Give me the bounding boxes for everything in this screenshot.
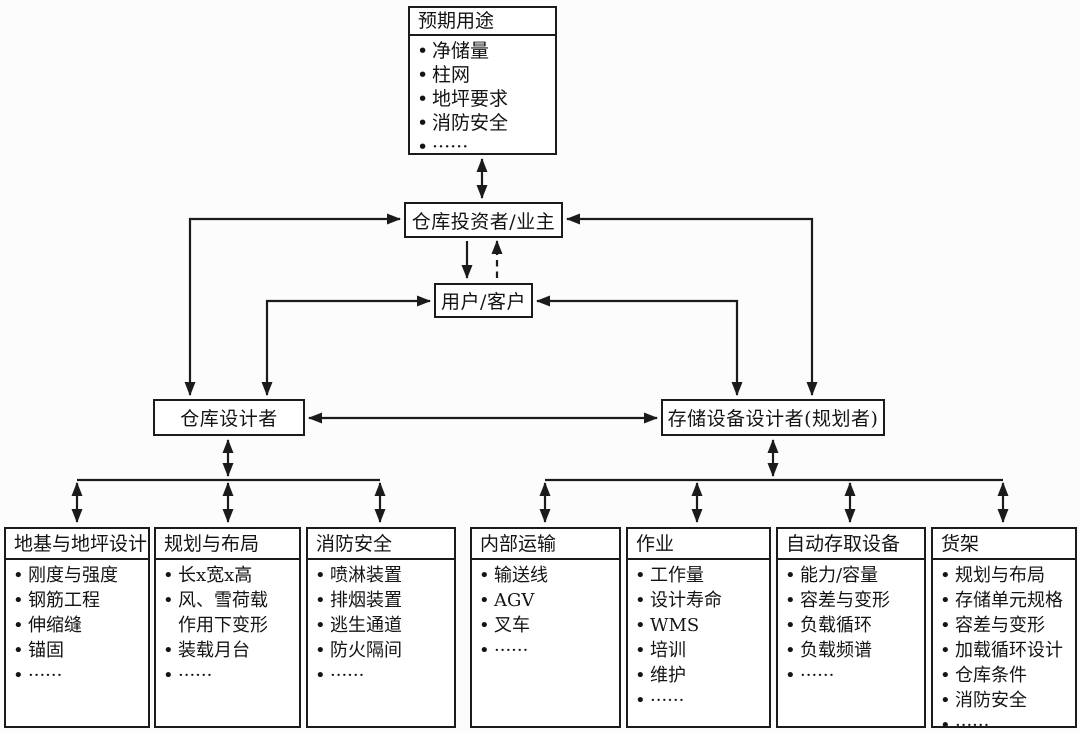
investor-label: 仓库投资者/业主 [411, 210, 556, 233]
list-item: 负载循环 [778, 613, 924, 638]
list-item: ······ [628, 688, 769, 713]
list-item: 仓库条件 [933, 663, 1075, 688]
user-customer-box: 用户/客户 [434, 283, 533, 318]
planning-layout-box: 规划与布局 长x宽x高 风、雪荷载作用下变形 装载月台 ······ [154, 527, 301, 728]
list-item: 规划与布局 [933, 563, 1075, 588]
racking-title: 货架 [933, 529, 1075, 560]
list-item: 钢筋工程 [6, 588, 148, 613]
list-item: 排烟装置 [308, 588, 454, 613]
list-item: 锚固 [6, 638, 148, 663]
list-item: ······ [156, 663, 299, 688]
intended-use-title: 预期用途 [410, 8, 555, 36]
foundation-floor-box: 地基与地坪设计 刚度与强度 钢筋工程 伸缩缝 锚固 ······ [4, 527, 150, 728]
fire-safety-box: 消防安全 喷淋装置 排烟装置 逃生通道 防火隔间 ······ [306, 527, 456, 728]
list-item: ······ [933, 713, 1075, 726]
list-item: 维护 [628, 663, 769, 688]
operations-box: 作业 工作量 设计寿命 WMS 培训 维护 ······ [626, 527, 771, 728]
list-item: AGV [472, 588, 619, 613]
internal-transport-title: 内部运输 [472, 529, 619, 560]
intended-use-list: 净储量 柱网 地坪要求 消防安全 ······ [410, 36, 555, 153]
list-item: 容差与变形 [778, 588, 924, 613]
list-item: 输送线 [472, 563, 619, 588]
asrs-equipment-box: 自动存取设备 能力/容量 容差与变形 负载循环 负载频谱 ······ [776, 527, 926, 728]
list-item: ······ [6, 663, 148, 688]
fire-safety-title: 消防安全 [308, 529, 454, 560]
warehouse-designer-label: 仓库设计者 [180, 408, 278, 430]
list-item: 培训 [628, 638, 769, 663]
list-item: 设计寿命 [628, 588, 769, 613]
list-item: 叉车 [472, 613, 619, 638]
list-item: 负载频谱 [778, 638, 924, 663]
list-item: 长x宽x高 [156, 563, 299, 588]
operations-title: 作业 [628, 529, 769, 560]
list-item: 喷淋装置 [308, 563, 454, 588]
investor-box: 仓库投资者/业主 [404, 202, 563, 238]
asrs-equipment-title: 自动存取设备 [778, 529, 924, 560]
list-item: 消防安全 [410, 111, 555, 135]
list-item: 存储单元规格 [933, 588, 1075, 613]
arrow-storagedesigner-user [536, 295, 743, 396]
list-item: 净储量 [410, 39, 555, 63]
arrow-whdesigner-user [261, 295, 431, 396]
list-item: 防火隔间 [308, 638, 454, 663]
planning-layout-title: 规划与布局 [156, 529, 299, 560]
foundation-floor-title: 地基与地坪设计 [6, 529, 148, 560]
racking-box: 货架 规划与布局 存储单元规格 容差与变形 加载循环设计 仓库条件 消防安全 ·… [931, 527, 1077, 728]
list-item: ······ [308, 663, 454, 688]
list-item: 工作量 [628, 563, 769, 588]
arrow-storagedesigner-investor [566, 213, 818, 396]
list-item: 容差与变形 [933, 613, 1075, 638]
storage-designer-label: 存储设备设计者(规划者) [667, 408, 879, 430]
list-item: 装载月台 [156, 638, 299, 663]
list-item: 伸缩缝 [6, 613, 148, 638]
list-item: WMS [628, 613, 769, 638]
warehouse-designer-box: 仓库设计者 [153, 399, 305, 436]
user-customer-label: 用户/客户 [441, 291, 526, 313]
arrow-whdesigner-investor [184, 213, 401, 396]
list-item: ······ [410, 135, 555, 153]
list-item: 加载循环设计 [933, 638, 1075, 663]
list-item: 逃生通道 [308, 613, 454, 638]
list-item: 风、雪荷载作用下变形 [156, 588, 299, 638]
list-item: ······ [472, 638, 619, 663]
list-item: 消防安全 [933, 688, 1075, 713]
storage-designer-box: 存储设备设计者(规划者) [661, 399, 885, 436]
list-item: ······ [778, 663, 924, 688]
list-item: 地坪要求 [410, 87, 555, 111]
internal-transport-box: 内部运输 输送线 AGV 叉车 ······ [470, 527, 621, 728]
intended-use-box: 预期用途 净储量 柱网 地坪要求 消防安全 ······ [408, 6, 557, 155]
list-item: 能力/容量 [778, 563, 924, 588]
list-item: 柱网 [410, 63, 555, 87]
list-item: 刚度与强度 [6, 563, 148, 588]
